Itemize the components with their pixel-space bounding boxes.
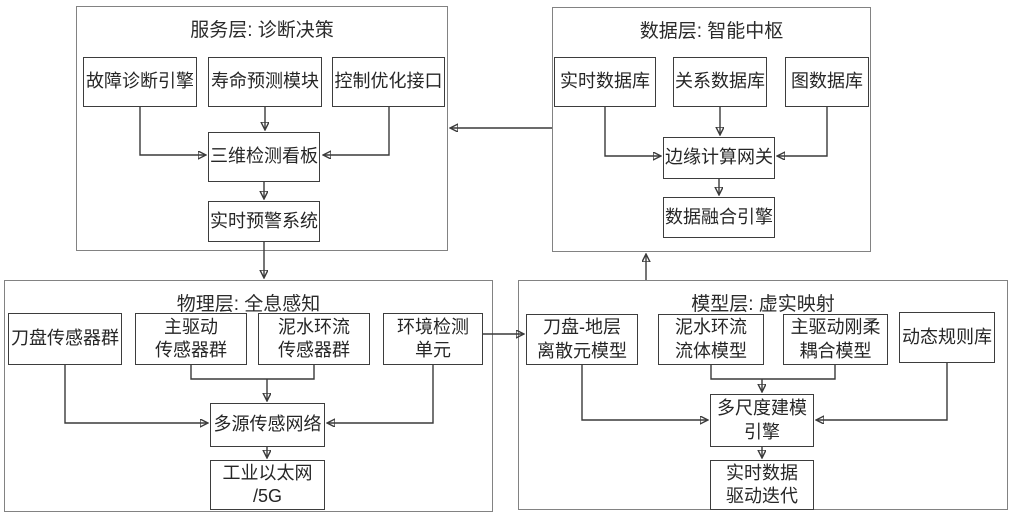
box-life-prediction-module: 寿命预测模块 [208,57,322,107]
box-label-line2: 引擎 [744,421,780,442]
box-label: 控制优化接口 [334,71,443,92]
box-slurry-circulation-sensor-group: 泥水环流 传感器群 [258,313,370,365]
box-realtime-data-driven-iteration: 实时数据 驱动迭代 [710,460,814,510]
model-layer-title: 模型层: 虚实映射 [691,294,835,315]
box-label: 图数据库 [791,71,863,92]
box-label-line2: 耦合模型 [799,340,872,361]
data-layer-container: 数据层: 智能中枢 [552,7,871,252]
box-label: 多源传感网络 [213,414,322,435]
box-label-line1: 主驱动刚柔 [790,317,881,338]
box-label: 动态规则库 [902,326,992,347]
box-multisource-sensing-network: 多源传感网络 [210,403,325,447]
box-realtime-warning-system: 实时预警系统 [208,201,320,242]
box-fault-diagnosis-engine: 故障诊断引擎 [83,57,197,107]
box-label-line2: 驱动迭代 [726,486,798,506]
box-label-line2: 流体模型 [675,340,747,361]
box-label: 实时预警系统 [210,210,318,231]
box-maindrive-sensor-group: 主驱动 传感器群 [135,313,247,365]
data-layer-title: 数据层: 智能中枢 [639,21,784,42]
box-3d-detection-dashboard: 三维检测看板 [208,132,320,182]
box-multiscale-modeling-engine: 多尺度建模 引擎 [710,394,814,447]
box-control-optimization-interface: 控制优化接口 [332,57,445,107]
box-label: 故障诊断引擎 [86,71,194,92]
box-label-line1: 工业以太网 [222,462,313,483]
box-label-line1: 多尺度建模 [717,398,807,419]
box-dynamic-rule-base: 动态规则库 [899,312,995,363]
box-graph-database: 图数据库 [785,57,869,107]
box-label-line2: /5G [252,486,282,506]
box-label-line1: 实时数据 [726,462,798,483]
service-layer-title: 服务层: 诊断决策 [190,20,334,41]
box-label: 实时数据库 [560,71,650,92]
box-label: 寿命预测模块 [211,71,319,92]
box-label-line1: 环境检测 [397,316,469,337]
physical-layer-container: 物理层: 全息感知 [4,280,493,512]
box-environment-detection-unit: 环境检测 单元 [383,313,483,365]
box-maindrive-rigid-flexible-coupling-model: 主驱动刚柔 耦合模型 [783,314,888,365]
box-label: 刀盘传感器群 [11,328,119,349]
box-cutterhead-sensor-group: 刀盘传感器群 [8,313,122,365]
box-cutterhead-stratum-dem-model: 刀盘-地层 离散元模型 [526,314,638,365]
box-label: 边缘计算网关 [665,147,773,168]
box-label: 关系数据库 [675,71,765,92]
physical-layer-title: 物理层: 全息感知 [176,294,321,315]
box-relational-database: 关系数据库 [673,57,767,107]
box-industrial-ethernet-5g: 工业以太网 /5G [210,460,325,510]
box-realtime-database: 实时数据库 [554,57,656,107]
box-label-line1: 主驱动 [164,316,218,337]
box-slurry-fluid-model: 泥水环流 流体模型 [658,314,764,365]
box-label-line1: 刀盘-地层 [543,317,621,338]
box-label-line1: 泥水环流 [278,316,350,337]
box-edge-computing-gateway: 边缘计算网关 [663,137,775,179]
box-label-line2: 传感器群 [155,340,227,360]
box-label-line2: 离散元模型 [537,340,627,361]
box-label-line2: 单元 [415,340,451,360]
box-data-fusion-engine: 数据融合引擎 [663,197,775,238]
service-layer-container: 服务层: 诊断决策 [76,6,448,251]
box-label: 三维检测看板 [210,146,318,167]
box-label-line1: 泥水环流 [675,317,747,338]
box-label: 数据融合引擎 [665,206,773,227]
box-label-line2: 传感器群 [278,340,350,360]
